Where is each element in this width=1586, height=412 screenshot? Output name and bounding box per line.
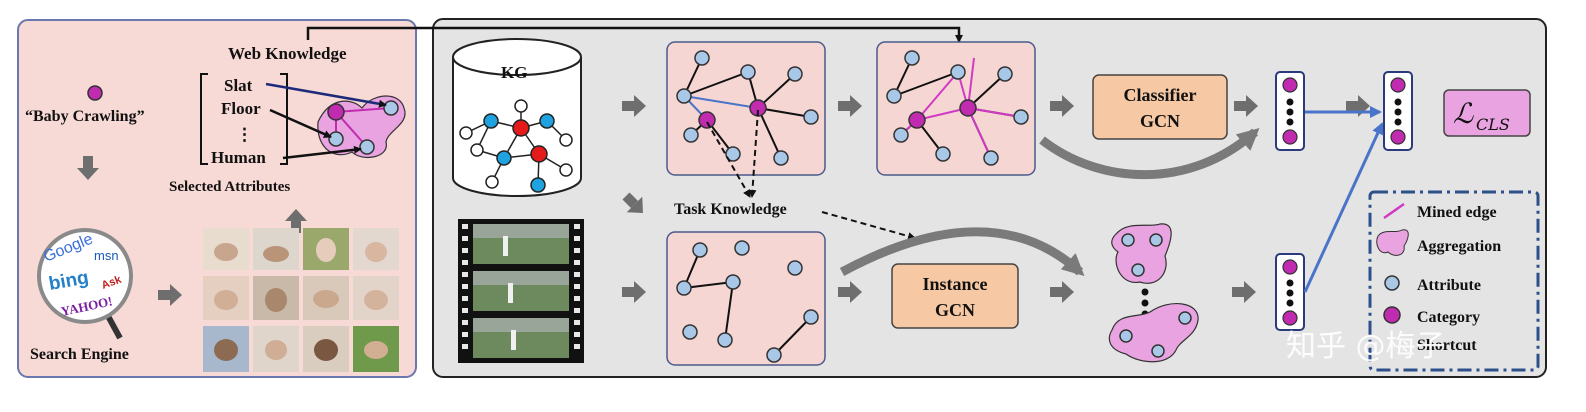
retrieved-images-grid [203,228,399,372]
video-film-strip [458,219,584,363]
graph2-nodes [886,50,1029,166]
legend-category-swatch [1383,306,1401,324]
classifier-gcn-box [1092,74,1228,140]
web-knowledge-connector [306,26,963,43]
web-knowledge-label: Web Knowledge [228,44,347,63]
attribute-graph-box [666,41,826,176]
kg-to-task-arrow [622,192,643,213]
classifier-gcn-label-1: Classifier [1124,85,1197,105]
instance-gcn-label-2: GCN [935,300,975,320]
attribute-node [383,100,399,116]
shortcut-arrow-lower [1303,122,1384,293]
selected-attributes-label: Selected Attributes [169,179,290,195]
legend-aggregation-swatch [1376,229,1409,256]
instance-graph-box [666,231,826,366]
loss-subscript: CLS [1476,115,1510,134]
floor-link-arrow [269,108,332,139]
legend-attribute: Attribute [1417,277,1481,294]
task-to-instance-dashed-arrow [821,211,916,240]
legend-mined-edge-swatch [1383,202,1405,220]
search-engine-label: Search Engine [30,346,129,363]
attribute-bracket-right [280,73,288,165]
loss-symbol: ℒ [1453,97,1474,130]
task-knowledge-label: Task Knowledge [674,201,787,218]
legend-shortcut: Shortcut [1417,337,1477,354]
slat-link-arrow [265,82,387,108]
classifier-output-vector [1275,71,1305,151]
attribute-floor: Floor [221,99,261,118]
instance-gcn-label-1: Instance [922,274,987,294]
graph1-nodes [676,50,819,166]
attribute-slat: Slat [224,76,253,95]
category-node [327,103,345,121]
attribute-node [359,139,375,155]
msn-logo: msn [94,248,119,263]
graph3-nodes [676,240,819,363]
web-knowledge-panel [17,19,417,378]
watermark: 知乎 @梅子 [1286,329,1446,364]
search-engine-icon: Google msn bing Ask YAHOO! [37,228,133,340]
instance-aggregation-blob [1108,303,1199,363]
upper-curve-arrow [1039,128,1260,180]
legend-attribute-swatch [1384,275,1400,291]
loss-box [1443,89,1531,137]
query-category-node [87,85,103,101]
attribute-node [328,131,344,147]
lower-curve-arrow [839,227,1085,277]
classifier-gcn-label-2: GCN [1140,111,1180,131]
task-knowledge-dashed-arrow [748,109,759,198]
attribute-ellipsis: ⋮ [236,125,253,144]
query-text: “Baby Crawling” [25,108,145,125]
legend-box [1368,190,1540,372]
attribute-human: Human [211,148,266,167]
legend-aggregation: Aggregation [1417,238,1501,255]
human-link-arrow [282,145,362,160]
instance-gcn-box [891,263,1019,329]
fused-output-vector [1383,71,1413,151]
kg-nodes [459,99,573,193]
attribute-bracket-left [200,73,208,165]
kg-label: KG [501,63,527,82]
legend-mined-edge: Mined edge [1417,204,1497,221]
task-knowledge-dashed-arrow [706,121,751,198]
legend-category: Category [1417,309,1480,326]
mined-graph-box [876,41,1036,176]
instance-output-vector [1275,253,1305,331]
